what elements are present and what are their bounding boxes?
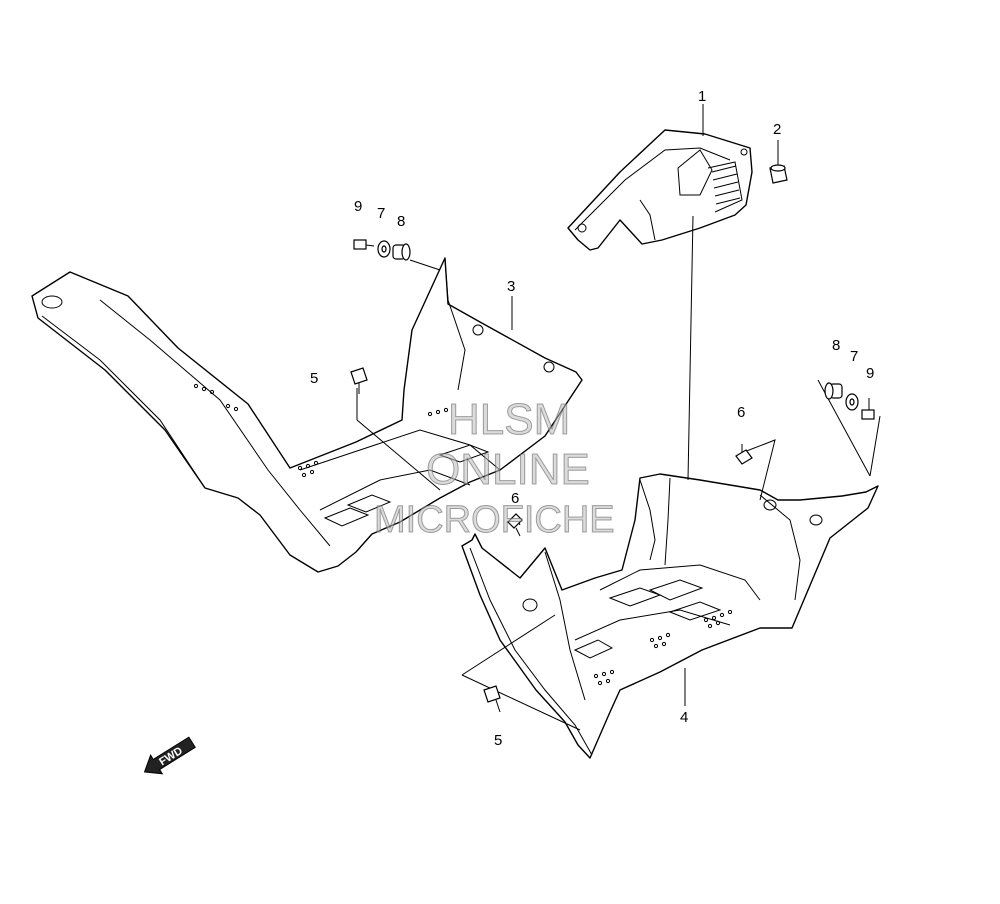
bolt-9-left-icon (353, 239, 375, 250)
callout-9-left: 9 (354, 198, 362, 215)
callout-2: 2 (773, 121, 781, 138)
callout-7-right: 7 (850, 348, 858, 365)
front-cover-part (567, 129, 753, 251)
leader-lines (356, 104, 881, 731)
callout-1: 1 (698, 88, 706, 105)
callout-5-left: 5 (310, 370, 318, 387)
bolt-2-icon (769, 164, 788, 184)
callout-5-right: 5 (494, 732, 502, 749)
washer-7-left-icon (377, 240, 391, 258)
watermark: HLSM ONLINE MICROFICHE (374, 395, 616, 542)
fastener-6-right-icon (735, 444, 753, 465)
watermark-line-1: HLSM (448, 395, 570, 444)
bolt-5-right-icon (483, 685, 501, 713)
left-footrest-part (31, 257, 583, 573)
watermark-line-2: ONLINE (426, 445, 590, 494)
bolt-9-right-icon (861, 398, 875, 420)
bolt-5-left-icon (350, 367, 368, 394)
callout-6-right: 6 (737, 404, 745, 421)
callout-8-right: 8 (832, 337, 840, 354)
watermark-line-3: MICROFICHE (374, 499, 615, 541)
callout-7-left: 7 (377, 205, 385, 222)
fwd-arrow-icon: FWD (143, 736, 196, 775)
fastener-6-left-icon (507, 513, 523, 537)
callout-8-left: 8 (397, 213, 405, 230)
callout-4: 4 (680, 709, 688, 726)
grommet-8-right-icon (824, 382, 843, 400)
grommet-8-left-icon (392, 243, 411, 261)
callout-6-left: 6 (511, 490, 519, 507)
washer-7-right-icon (845, 393, 859, 411)
callout-3: 3 (507, 278, 515, 295)
right-footrest-part (461, 473, 879, 759)
callout-9-right: 9 (866, 365, 874, 382)
